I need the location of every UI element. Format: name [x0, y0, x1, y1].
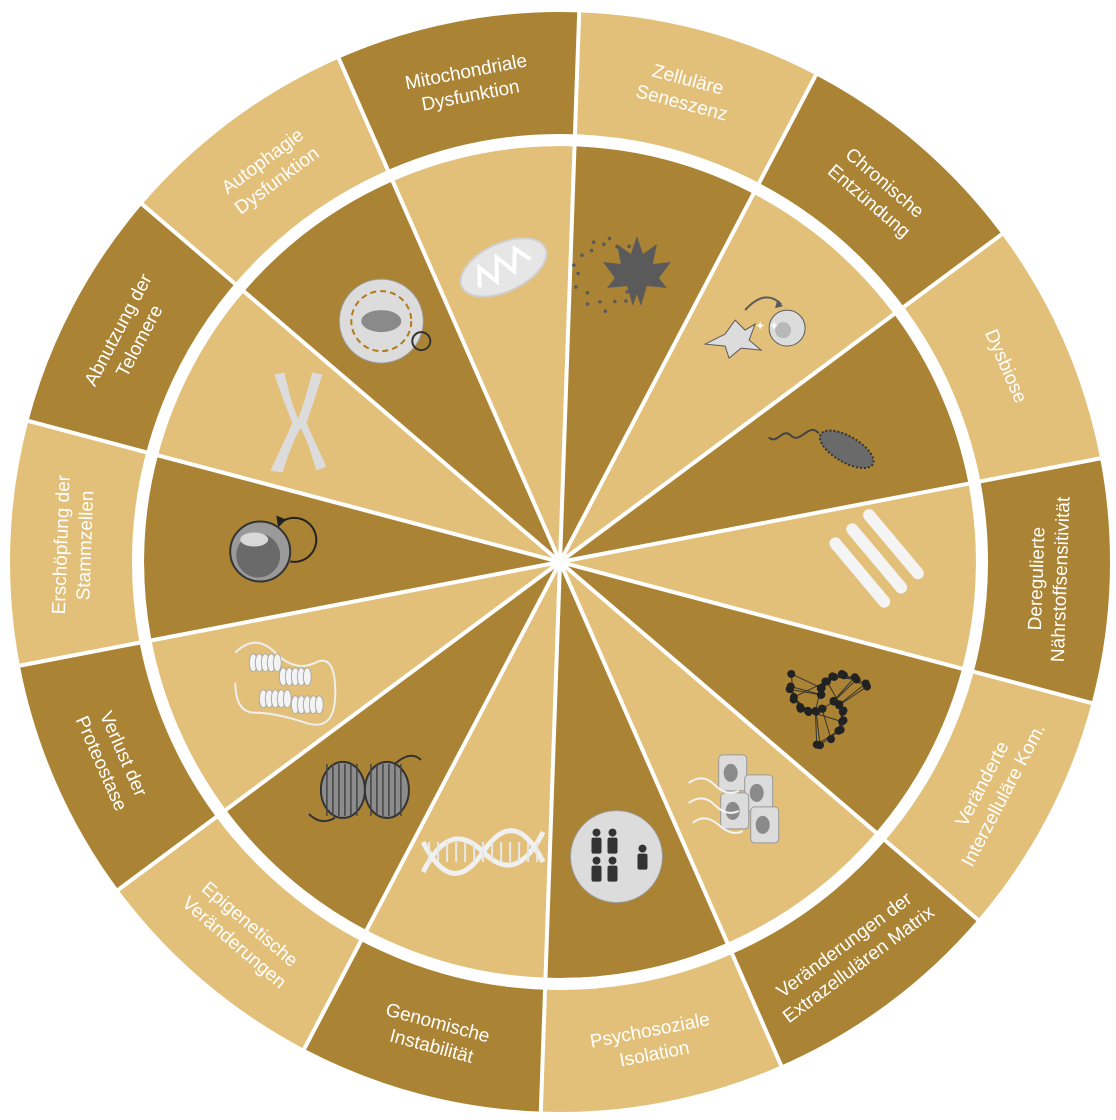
segment-label-line: Deregulierte — [1025, 527, 1050, 631]
inflammation-cell-icon: ✦ ✦ — [703, 296, 806, 359]
radial-divider — [336, 55, 562, 563]
inner-wedge-protein-fold — [151, 562, 560, 810]
radial-divider — [25, 418, 561, 564]
outer-band-cutlery — [971, 458, 1110, 704]
chromosome-icon — [270, 372, 327, 473]
inner-wedge-nucleosome — [225, 562, 560, 931]
segment-label-line: Erschöpfung der — [49, 474, 75, 615]
inner-wedge-autophagosome — [244, 181, 560, 562]
outer-band-matrix-cells — [731, 839, 978, 1066]
dna-helix-icon — [420, 828, 546, 876]
radial-divider — [558, 561, 784, 1069]
radial-divider — [558, 560, 981, 923]
outer-band-stem-cell — [10, 420, 149, 666]
inner-wedge-inflammation-cell — [560, 193, 895, 562]
inner-wedge-bacterium — [560, 314, 969, 562]
cutlery-icon — [829, 509, 924, 608]
hub — [554, 556, 566, 568]
radial-divider — [558, 10, 582, 563]
segment-label-line: Stammzellen — [73, 490, 98, 600]
outer-band-bacterium — [902, 234, 1101, 482]
outer-band-protein-fold — [19, 642, 218, 890]
outer-band-mitochondrion — [338, 12, 580, 172]
svg-text:✦ ✦: ✦ ✦ — [755, 319, 779, 333]
radial-divider — [558, 231, 1005, 564]
maple-leaf-icon — [572, 236, 671, 313]
matrix-cells-icon — [688, 754, 780, 844]
outer-band-chromosome — [28, 204, 237, 453]
radial-divider — [559, 456, 1103, 564]
outer-band-nucleosome — [118, 815, 362, 1049]
network-icon — [785, 669, 871, 750]
outer-band-autophagosome — [142, 58, 389, 285]
protein-fold-icon — [234, 641, 337, 726]
inner-wedge-dna-helix — [366, 562, 560, 978]
inner-wedge-cutlery — [560, 483, 976, 669]
mitochondrion-icon — [459, 237, 548, 298]
icons-layer: ✦ ✦ — [229, 236, 924, 904]
inner-wedge-stem-cell — [143, 455, 560, 641]
inner-wedge-matrix-cells — [560, 562, 876, 943]
inner-wedge-maple-leaf — [560, 146, 754, 562]
outer-band-people-isolation — [540, 952, 782, 1112]
people-isolation-icon — [570, 810, 663, 904]
outer-band-inflammation-cell — [758, 75, 1002, 309]
nucleosome-icon — [308, 754, 422, 823]
segments-layer — [10, 12, 1110, 1112]
radial-divider — [139, 201, 562, 564]
inner-wedge-chromosome — [157, 291, 560, 562]
radial-divider — [17, 560, 561, 668]
outer-band-network — [883, 671, 1092, 920]
inner-wedge-network — [560, 562, 963, 833]
radial-divider — [301, 561, 562, 1052]
bacterium-icon — [767, 428, 875, 470]
radial-divider — [559, 560, 1095, 706]
stem-cell-icon — [229, 515, 318, 583]
autophagosome-icon — [338, 278, 432, 364]
radial-divider — [115, 560, 562, 893]
radial-divider — [538, 561, 562, 1114]
radial-divider — [558, 72, 819, 563]
ring-divider — [132, 134, 988, 990]
dividers-layer — [17, 10, 1103, 1114]
